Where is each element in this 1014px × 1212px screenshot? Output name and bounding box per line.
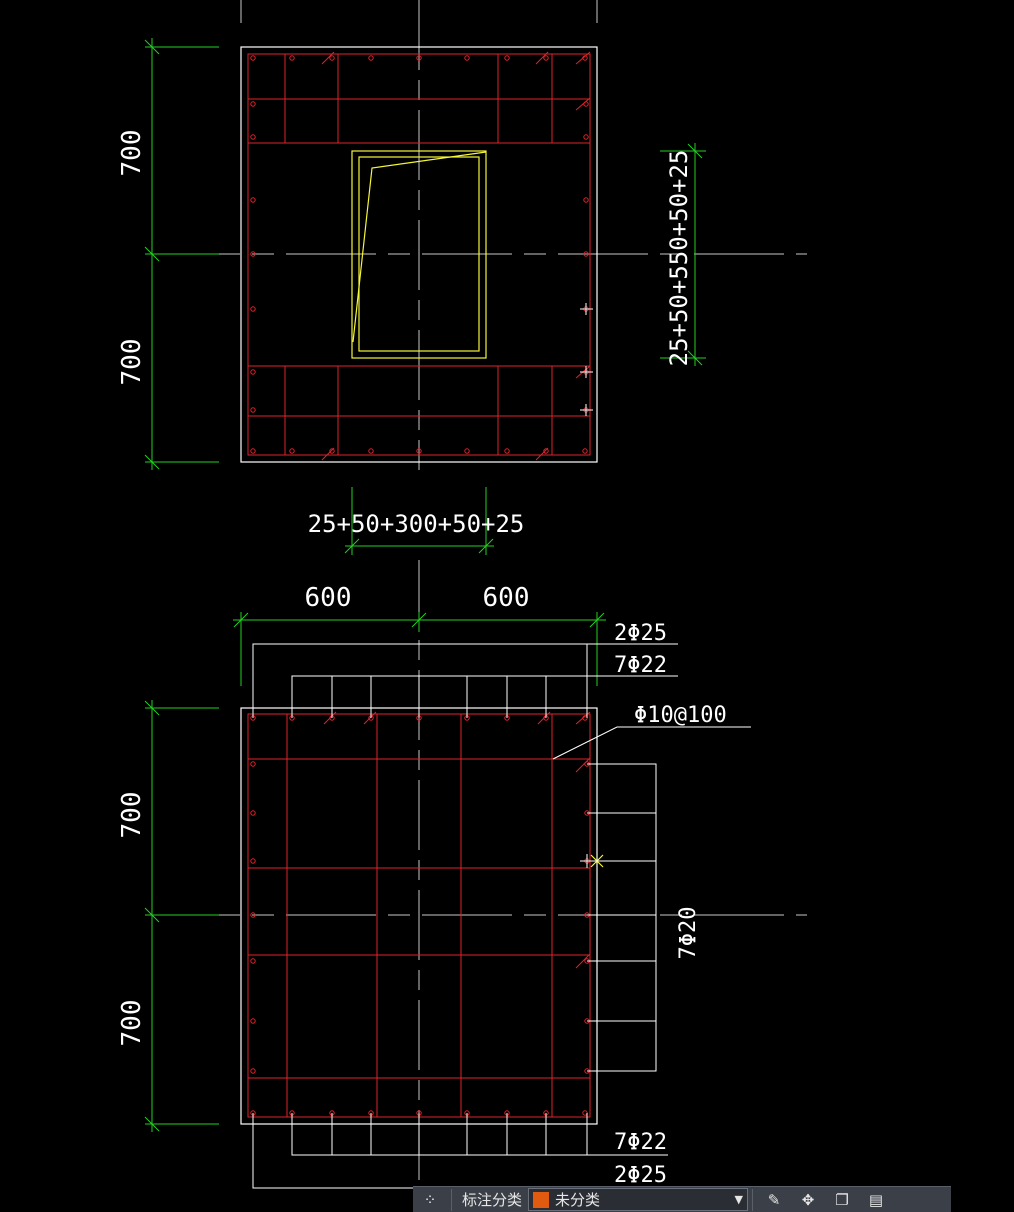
toolbar-divider: [752, 1188, 754, 1211]
group-icon[interactable]: ⁘: [423, 1190, 437, 1209]
top-right-dim: 25+50+550+50+25: [665, 150, 693, 367]
annotation-toolbar: ⁘ 标注分类 未分类 ▼ ✎ ✥ ❐ ▤: [413, 1186, 951, 1212]
label-top-inner: 7Φ22: [614, 653, 667, 678]
move-icon[interactable]: ✥: [801, 1190, 815, 1209]
label-bottom-inner: 7Φ22: [614, 1130, 667, 1155]
annotation-category-label: 标注分类: [462, 1191, 523, 1209]
label-side: 7Φ20: [676, 907, 701, 960]
category-color-swatch: [533, 1191, 550, 1208]
top-column-outline: [240, 46, 598, 463]
copy-icon[interactable]: ❐: [835, 1190, 849, 1209]
top-dim-lower: 700: [117, 339, 147, 386]
category-select-value: 未分类: [555, 1191, 601, 1209]
label-bottom-outer: 2Φ25: [614, 1163, 667, 1188]
bottom-dim-right: 600: [483, 583, 530, 613]
chevron-down-icon: ▼: [734, 1193, 744, 1206]
top-bottom-dim: 25+50+300+50+25: [308, 510, 525, 538]
paste-icon[interactable]: ▤: [868, 1190, 884, 1209]
opening-outer: [351, 150, 487, 359]
toolbar-divider: [451, 1188, 452, 1211]
bottom-dim-lower: 700: [117, 1000, 147, 1047]
edit-icon[interactable]: ✎: [767, 1190, 781, 1209]
top-dim-upper: 700: [117, 130, 147, 177]
bottom-dim-upper: 700: [117, 792, 147, 839]
bottom-dim-left: 600: [305, 583, 352, 613]
category-select[interactable]: 未分类 ▼: [528, 1188, 749, 1211]
label-top-outer: 2Φ25: [614, 621, 667, 646]
bottom-section: 600 600 700 700: [117, 583, 807, 1189]
top-section: 700 700 25+50+550+50+25 25+50+300+50+25: [117, 0, 807, 1190]
label-stirrup: Φ10@100: [634, 703, 727, 728]
